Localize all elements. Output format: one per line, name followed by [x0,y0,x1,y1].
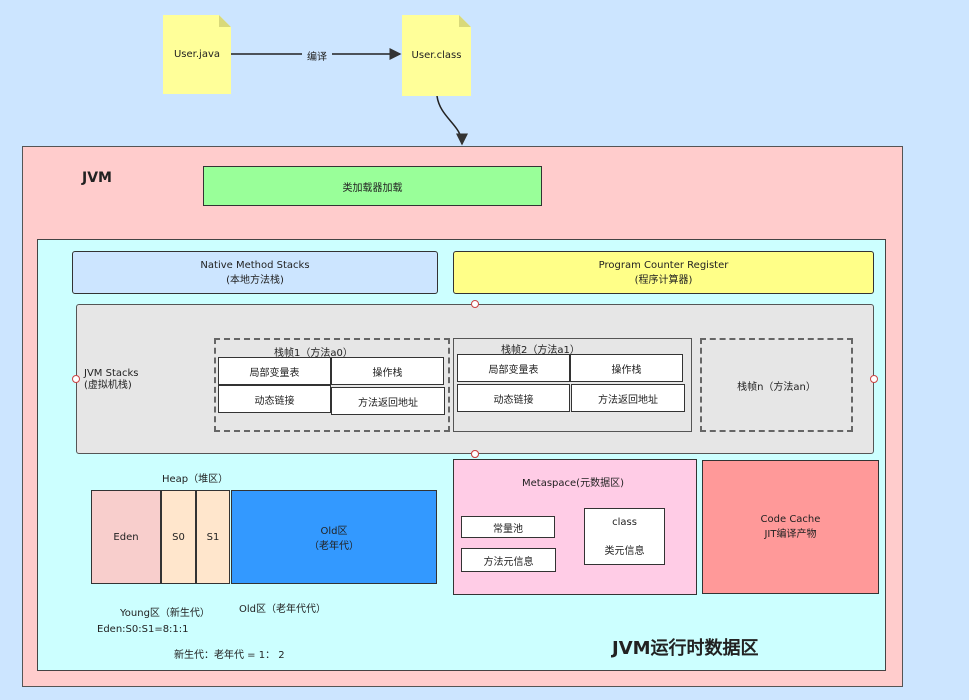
metaspace-title: Metaspace(元数据区) [522,478,624,489]
native-method-stacks: Native Method Stacks (本地方法栈) [72,251,438,294]
frame2-title: 栈帧2（方法a1） [501,345,580,356]
heap-s0: S0 [161,490,196,584]
class-metadata: class 类元信息 [584,508,665,565]
frame2-operand-stack: 操作栈 [570,354,683,382]
native-stacks-line2: (本地方法栈) [226,274,284,286]
stack-frame-1 [214,338,450,432]
runtime-area-title: JVM运行时数据区 [612,638,759,659]
stack-frame-n: 栈帧n（方法an） [700,338,853,432]
frame1-return-address: 方法返回地址 [331,387,445,415]
frame2-local-vars: 局部变量表 [457,354,570,382]
user-java-note: User.java [163,15,231,94]
jvm-stacks-label: JVM Stacks (虚拟机栈) [84,368,139,392]
program-counter-register: Program Counter Register (程序计算器) [453,251,874,294]
ratio-eden-survivor: Eden:S0:S1=8:1:1 [97,624,189,635]
frame1-local-vars: 局部变量表 [218,357,331,385]
class-metadata-line1: class [612,516,637,528]
code-cache-line2: JIT编译产物 [764,529,817,540]
class-metadata-line2: 类元信息 [604,545,645,557]
connector-point [471,300,479,308]
compile-label: 编译 [302,48,332,63]
class-to-jvm-arrow [436,95,468,146]
old-caption: Old区（老年代代） [239,604,326,615]
user-java-label: User.java [173,49,220,60]
jvm-stacks-label-line1: JVM Stacks [84,368,139,379]
heap-old-line1: Old区 [320,526,348,537]
frame1-operand-stack: 操作栈 [331,357,444,385]
heap-old-line2: （老年代） [309,541,359,552]
connector-point [870,375,878,383]
frame2-return-address: 方法返回地址 [571,384,685,412]
constant-pool: 常量池 [461,516,555,538]
classloader-box: 类加载器加载 [203,166,542,206]
frame1-title: 栈帧1（方法a0） [274,348,353,359]
heap-old: Old区 （老年代） [231,490,437,584]
connector-point [471,450,479,458]
jvm-stacks-label-line2: (虚拟机栈) [84,380,132,391]
stack-frame-2 [453,338,692,432]
native-stacks-line1: Native Method Stacks [200,259,310,271]
pc-register-line2: (程序计算器) [634,274,693,286]
jvm-title: JVM [82,170,112,186]
young-caption: Young区（新生代） [120,608,210,619]
user-class-note: User.class [402,15,471,96]
heap-s1: S1 [196,490,230,584]
user-class-label: User.class [411,50,462,61]
connector-point [72,375,80,383]
method-metadata: 方法元信息 [461,548,556,572]
frame1-dynamic-link: 动态链接 [218,385,331,413]
frame2-dynamic-link: 动态链接 [457,384,570,412]
code-cache-line1: Code Cache [760,514,821,525]
heap-title: Heap（堆区） [162,474,229,485]
pc-register-line1: Program Counter Register [598,259,729,271]
heap-eden: Eden [91,490,161,584]
code-cache: Code Cache JIT编译产物 [702,460,879,594]
ratio-young-old: 新生代：老年代 = 1： 2 [174,650,285,661]
